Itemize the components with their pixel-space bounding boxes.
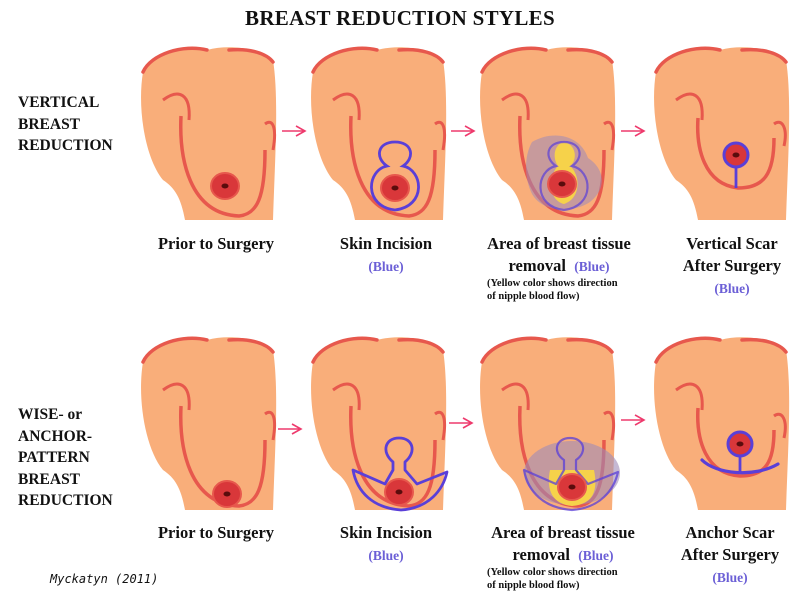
arrow-right-icon <box>282 125 307 137</box>
torso-scar-vertical <box>654 46 790 221</box>
caption-removal-anchor: Area of breast tissue removal (Blue) <box>491 523 635 564</box>
caption-scar-vertical: Vertical Scar After Surgery(Blue) <box>682 234 782 296</box>
arrow-right-icon <box>451 125 476 137</box>
blue-label: (Blue) <box>714 281 750 296</box>
caption-scar-anchor: Anchor Scar After Surgery(Blue) <box>680 523 780 585</box>
nipple <box>391 185 399 191</box>
page-title: BREAST REDUCTION STYLES <box>245 6 555 30</box>
author-credit: Myckatyn (2011) <box>50 572 159 586</box>
blue-label: (Blue) <box>574 259 610 274</box>
note-blood-flow-anchor: (Yellow color shows direction of nipple … <box>487 567 618 591</box>
arrow-right-icon <box>621 414 646 426</box>
torso-prior-anchor <box>141 336 277 510</box>
torso-incision-anchor <box>311 336 449 512</box>
torso-prior-vertical <box>141 46 277 221</box>
torso-incision-vertical <box>311 46 447 221</box>
torso-scar-anchor <box>654 336 790 510</box>
anchor-incision-line <box>522 436 620 512</box>
torso-removal-anchor <box>480 336 620 512</box>
vertical-incision-line <box>370 140 420 212</box>
nipple <box>221 183 229 189</box>
blue-label: (Blue) <box>578 548 614 563</box>
inframammary-scar-line <box>700 458 780 475</box>
row-label-vertical: VERTICAL BREAST REDUCTION <box>18 94 113 154</box>
row-label-anchor: WISE- or ANCHOR- PATTERN BREAST REDUCTIO… <box>18 406 113 509</box>
note-blood-flow-vertical: (Yellow color shows direction of nipple … <box>487 278 618 302</box>
anchor-incision-line <box>351 436 449 512</box>
caption-prior-vertical: Prior to Surgery <box>157 234 275 253</box>
caption-removal-vertical: Area of breast tissue removal (Blue) <box>487 234 631 275</box>
nipple <box>223 491 231 497</box>
nipple <box>395 489 403 495</box>
blue-label: (Blue) <box>368 259 404 274</box>
caption-incision-vertical: Skin Incision(Blue) <box>339 234 433 274</box>
arrow-right-icon <box>449 417 474 429</box>
nipple <box>732 152 740 158</box>
caption-incision-anchor: Skin Incision(Blue) <box>339 523 433 563</box>
arrow-right-icon <box>278 423 303 435</box>
torso-removal-vertical <box>480 46 616 221</box>
blue-label: (Blue) <box>368 548 404 563</box>
arrow-right-icon <box>621 125 646 137</box>
nipple <box>736 441 744 447</box>
vertical-incision-line <box>539 140 589 212</box>
nipple <box>568 484 576 490</box>
blue-label: (Blue) <box>712 570 748 585</box>
nipple <box>558 181 566 187</box>
caption-prior-anchor: Prior to Surgery <box>157 523 275 542</box>
